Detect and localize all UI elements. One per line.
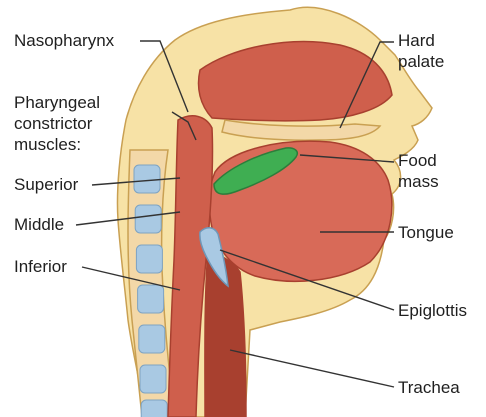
vertebra	[134, 165, 160, 193]
tongue-shape	[209, 141, 392, 281]
label-middle: Middle	[14, 214, 64, 235]
label-epiglottis: Epiglottis	[398, 300, 467, 321]
vertebra	[139, 325, 165, 353]
vertebra	[136, 245, 162, 273]
label-superior: Superior	[14, 174, 78, 195]
label-trachea: Trachea	[398, 377, 460, 398]
vertebra	[141, 400, 167, 417]
label-nasopharynx: Nasopharynx	[14, 30, 114, 51]
label-food-mass: Food mass	[398, 150, 439, 192]
vertebra	[140, 365, 166, 393]
lead-line	[230, 350, 394, 387]
label-hard-palate: Hard palate	[398, 30, 444, 72]
label-inferior: Inferior	[14, 256, 67, 277]
label-pharyngeal-constrictor: Pharyngeal constrictor muscles:	[14, 92, 100, 155]
label-tongue: Tongue	[398, 222, 454, 243]
vertebra	[135, 205, 161, 233]
vertebra	[138, 285, 164, 313]
